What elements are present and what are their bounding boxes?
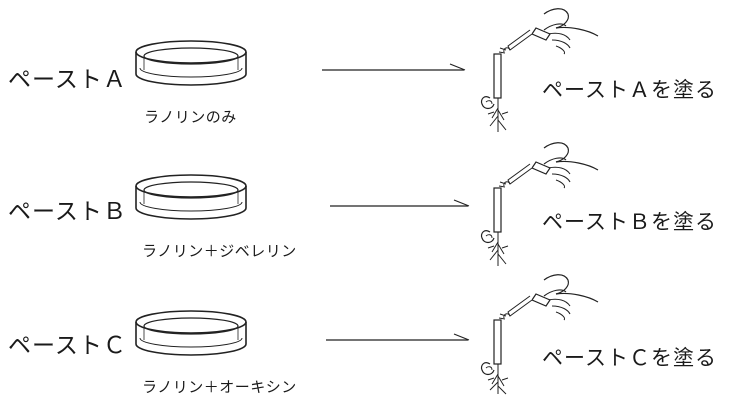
apply-paste-label: ペーストＡを塗る: [542, 78, 717, 102]
paste-label: ペーストＢ: [8, 199, 127, 225]
arrow-icon: [322, 63, 466, 71]
petri-dish-icon: [135, 40, 247, 86]
apply-paste-label: ペーストＣを塗る: [542, 346, 717, 370]
paste-label: ペーストＡ: [8, 67, 127, 93]
row-paste-b: ペーストＢ ラノリン＋ジベレリン ペーストＢを塗る: [0, 134, 729, 266]
petri-dish-icon: [135, 174, 247, 220]
seedling-with-brush-icon: [480, 8, 599, 132]
paste-contents-label: ラノリンのみ: [144, 108, 237, 126]
paste-label: ペーストＣ: [8, 333, 127, 359]
arrow-icon: [326, 333, 470, 341]
seedling-with-brush-icon: [480, 142, 599, 266]
apply-paste-label: ペーストＢを塗る: [542, 210, 717, 234]
row-paste-a: ペーストＡ ラノリンのみ ペーストＡを塗る: [0, 0, 729, 132]
paste-contents-label: ラノリン＋オーキシン: [142, 378, 297, 396]
arrow-icon: [330, 199, 470, 207]
petri-dish-icon: [135, 310, 247, 356]
row-paste-c: ペーストＣ ラノリン＋オーキシン ペーストＣを塗る: [0, 268, 729, 398]
paste-contents-label: ラノリン＋ジベレリン: [142, 242, 297, 260]
seedling-with-brush-icon: [480, 274, 599, 395]
